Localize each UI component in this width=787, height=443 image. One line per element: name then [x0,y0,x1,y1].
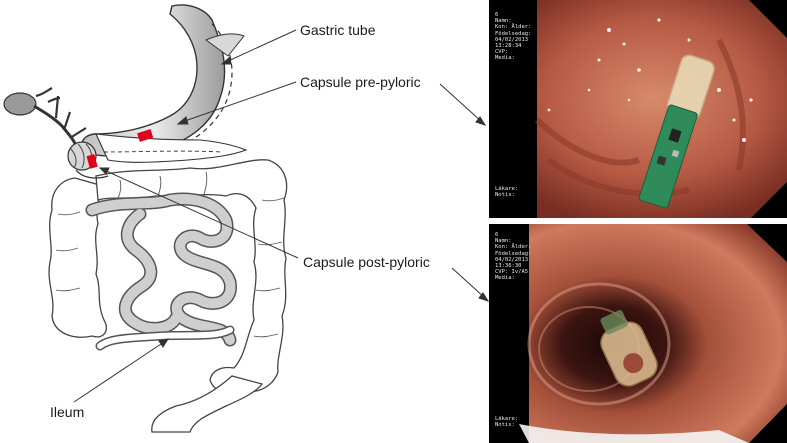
endoscopy-image-bottom: 6 Namn: Kon: Ålder: Födelsedag: 04/02/20… [489,224,787,443]
capsule-post-pyloric-marker [86,154,98,169]
leader-lines [73,29,490,403]
anatomy-diagram [3,4,490,433]
endoscopy-image-top: 6 Namn: Kon: Ålder: Födelsedag: 04/02/20… [489,0,787,218]
reflection [519,424,749,443]
gastric-tube [81,4,248,163]
gastric-tube-label: Gastric tube [300,22,376,38]
ileum-label: Ileum [50,404,85,420]
capsule-pre-pyloric-marker [137,129,154,142]
osd-footer-top: Läkare: Notis: [495,186,519,199]
capsule-device-bottom [600,310,658,387]
mucus-bubbles [547,18,753,142]
osd-footer-bottom: Läkare: Notis: [495,416,519,429]
capsule-pre-pyloric-label: Capsule pre-pyloric [300,74,421,90]
gallbladder [3,87,87,147]
small-intestine [85,192,237,351]
colon-haustra [55,171,285,338]
capsule-device-top [638,54,715,209]
osd-text-bottom: 6 Namn: Kon: Ålder: Födelsedag: 04/02/20… [495,232,532,282]
colon [48,159,288,433]
osd-text-top: 6 Namn: Kon: Ålder: Födelsedag: 04/02/20… [495,12,532,62]
mucosa-top [489,0,787,218]
capsule-post-pyloric-label: Capsule post-pyloric [303,254,430,270]
